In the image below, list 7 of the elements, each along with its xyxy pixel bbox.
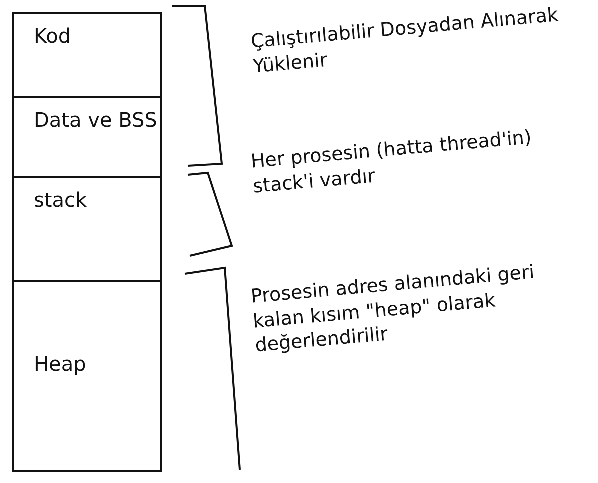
heap-segment: Heap	[12, 282, 162, 472]
stack-segment: stack	[12, 178, 162, 282]
annotation-note: Her prosesin (hatta thread'in) stack'i vardır	[250, 125, 534, 200]
code-segment: Kod	[12, 12, 162, 98]
annotation-note: Prosesin adres alanındaki geri kalan kısım "heap" olarak değerlendirilir	[250, 260, 536, 359]
annotation-note: Çalıştırılabilir Dosyadan Alınarak Yüklenir	[250, 3, 560, 80]
data-segment: Data ve BSS	[12, 98, 162, 178]
